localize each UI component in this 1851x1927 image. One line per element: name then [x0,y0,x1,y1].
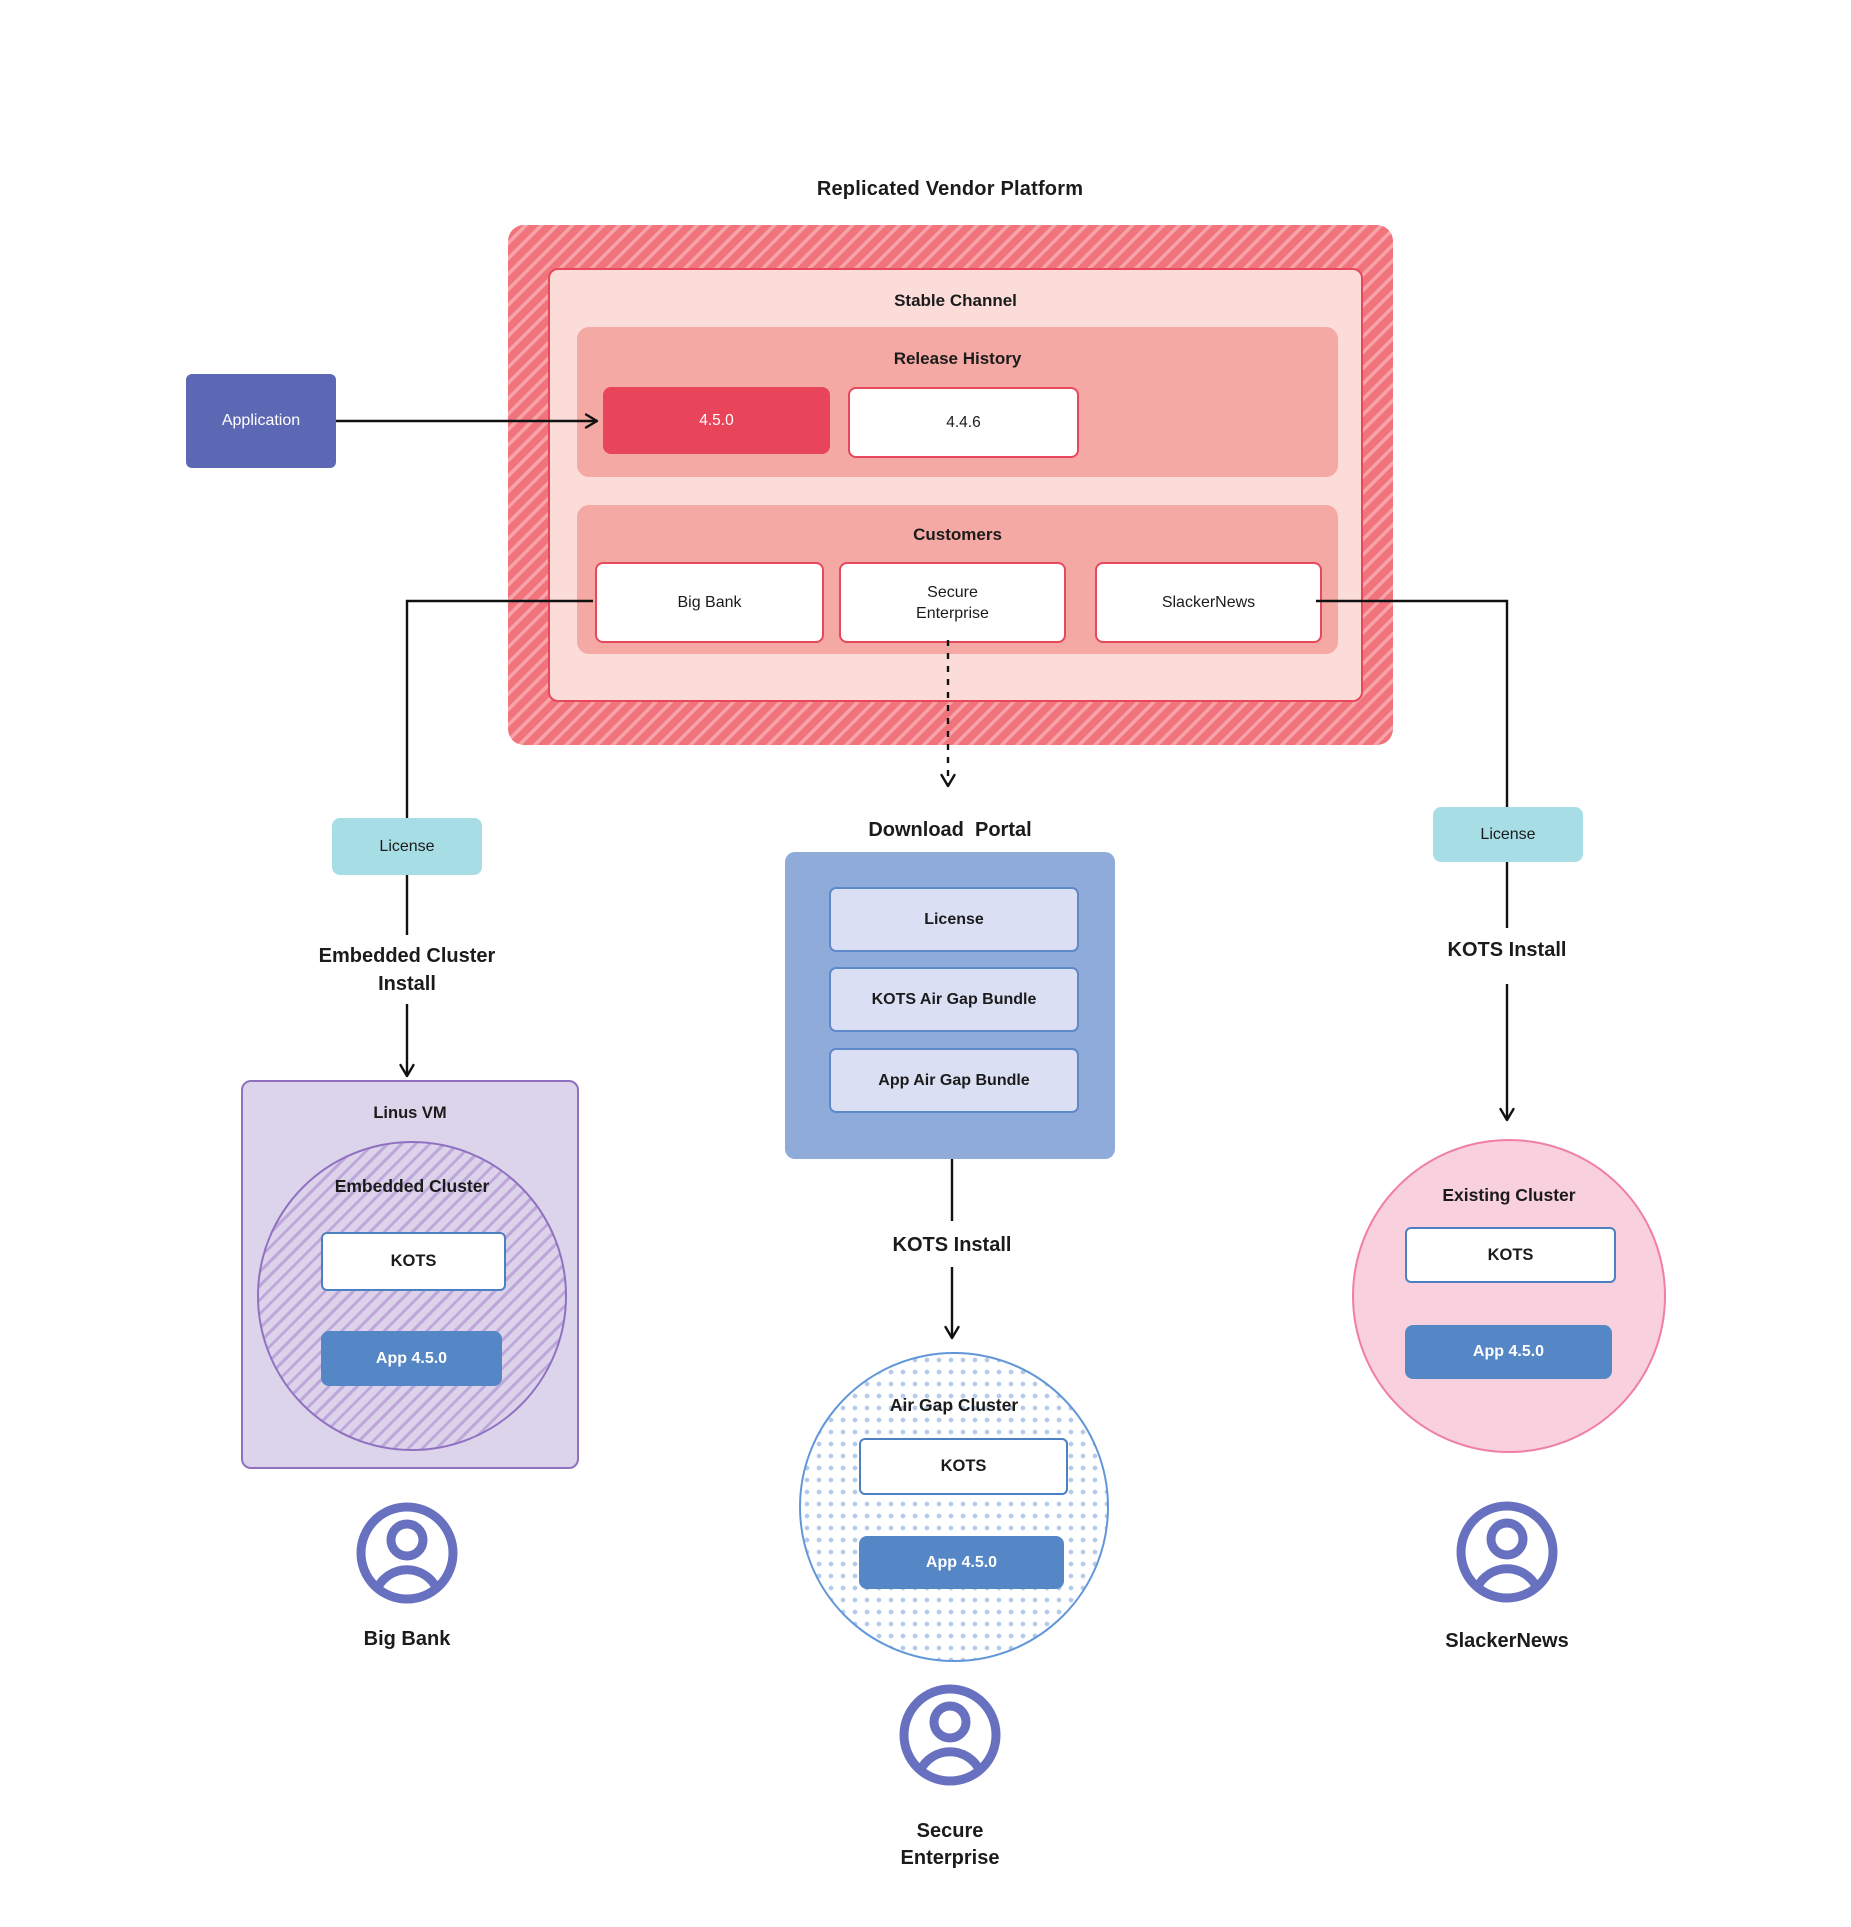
customer-box-secure-enterprise: Secure Enterprise [839,562,1066,643]
linus-vm-label: Linus VM [373,1104,447,1122]
user-icon-secure-enterprise [899,1684,1001,1786]
kots-box-airgap: KOTS [859,1438,1068,1495]
kots-box-existing: KOTS [1405,1227,1616,1283]
release-box-current: 4.5.0 [603,387,830,454]
embedded-cluster-circle: Embedded Cluster KOTS App 4.5.0 [257,1141,567,1451]
license-badge-slackernews: License [1433,807,1583,862]
kots-box-embedded: KOTS [321,1232,506,1291]
stable-channel-label: Stable Channel [894,291,1017,310]
persona-secure-enterprise-label: Secure Enterprise [800,1818,1100,1872]
embedded-cluster-label: Embedded Cluster [334,1176,490,1196]
release-box-previous: 4.4.6 [848,387,1079,458]
linus-vm-box: Linus VM Embedded Cluster KOTS App 4.5.0 [241,1080,579,1469]
release-history-section: Release History 4.5.0 4.4.6 [577,327,1338,477]
user-icon-slackernews [1456,1501,1558,1603]
user-icon-big-bank [356,1502,458,1604]
customer-secure-enterprise-label: Secure Enterprise [916,583,989,622]
customer-box-big-bank: Big Bank [595,562,824,643]
application-box: Application [186,374,336,468]
persona-big-bank-label: Big Bank [363,1628,451,1650]
portal-item-kots-air-gap-bundle: KOTS Air Gap Bundle [829,967,1079,1032]
existing-cluster-circle: Existing Cluster KOTS App 4.5.0 [1352,1139,1666,1453]
page-title: Replicated Vendor Platform [816,178,1084,200]
stable-channel-box: Stable Channel Release History 4.5.0 4.4… [548,268,1363,702]
persona-slackernews-label: SlackerNews [1445,1630,1569,1652]
app-box-embedded: App 4.5.0 [321,1331,502,1386]
persona-secure-enterprise-text: Secure Enterprise [900,1820,1000,1869]
download-portal-title: Download Portal [868,819,1032,841]
customers-section: Customers Big Bank Secure Enterprise Sla… [577,505,1338,654]
embedded-cluster-install-line1: Embedded Cluster [318,945,496,967]
license-badge-big-bank: License [332,818,482,875]
portal-item-app-air-gap-bundle: App Air Gap Bundle [829,1048,1079,1113]
air-gap-cluster-circle: Air Gap Cluster KOTS App 4.5.0 [799,1352,1109,1662]
portal-item-license: License [829,887,1079,952]
air-gap-cluster-label: Air Gap Cluster [889,1395,1019,1415]
customer-box-slackernews: SlackerNews [1095,562,1322,643]
app-box-airgap: App 4.5.0 [859,1536,1064,1589]
release-history-label: Release History [893,349,1022,368]
kots-install-label-slackernews: KOTS Install [1447,939,1567,961]
embedded-cluster-install-line2: Install [378,973,436,995]
download-portal-box: License KOTS Air Gap Bundle App Air Gap … [785,852,1115,1159]
existing-cluster-label: Existing Cluster [1442,1185,1576,1205]
app-box-existing: App 4.5.0 [1405,1325,1612,1379]
kots-install-label-secure: KOTS Install [892,1234,1012,1256]
customers-label: Customers [913,525,1002,544]
vendor-platform-box: Stable Channel Release History 4.5.0 4.4… [508,225,1393,745]
embedded-cluster-install-label: Embedded Cluster Install [247,942,567,998]
